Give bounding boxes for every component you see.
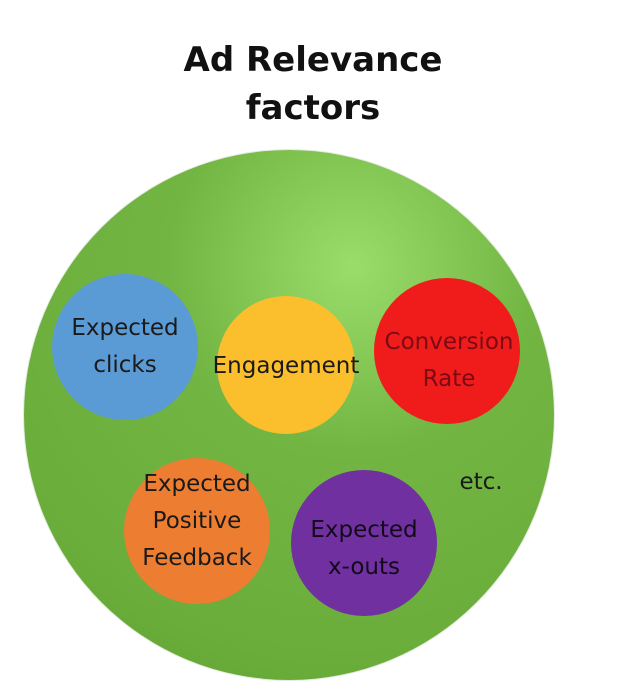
etc-label: etc. [459, 469, 503, 495]
title-line-2: factors [245, 88, 381, 128]
expected-positive-feedback-circle [124, 458, 270, 604]
conversion-rate-circle [374, 278, 520, 424]
expected-x-outs-circle [291, 470, 437, 616]
title-line-1: Ad Relevance [183, 40, 443, 80]
engagement-circle [217, 296, 355, 434]
diagram-title: Ad Relevance factors [0, 36, 626, 132]
expected-clicks-circle [52, 274, 198, 420]
